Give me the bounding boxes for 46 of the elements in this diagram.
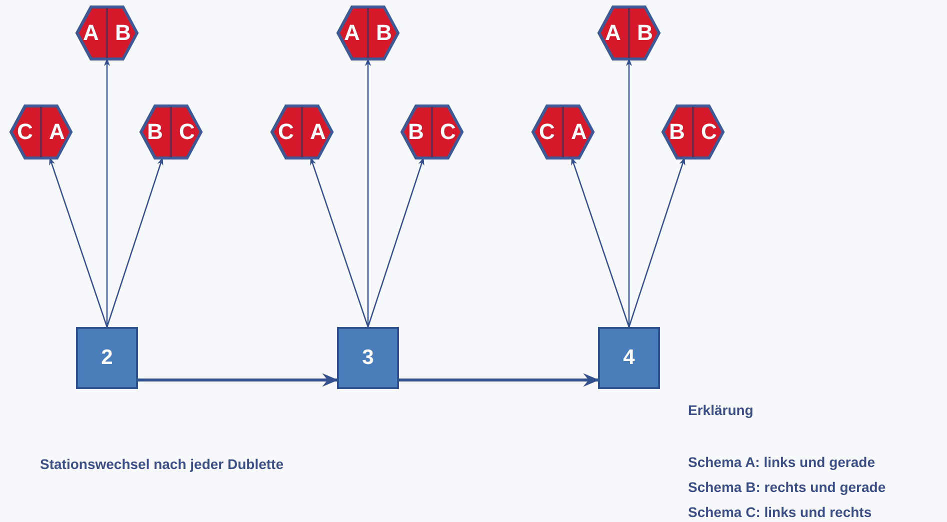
- arrow: [49, 157, 108, 328]
- legend-entry: Schema B: rechts und gerade: [688, 479, 886, 495]
- letter: B: [636, 19, 654, 47]
- letter: C: [538, 118, 556, 146]
- arrow: [399, 373, 600, 387]
- letter: B: [146, 118, 164, 146]
- station-box: 4: [598, 327, 660, 389]
- arrow: [367, 157, 424, 328]
- station-box: 3: [337, 327, 399, 389]
- arrow: [626, 58, 632, 327]
- arrow: [104, 58, 110, 327]
- letter: A: [570, 118, 588, 146]
- hexagon-marker: [400, 104, 464, 160]
- arrow: [138, 373, 338, 387]
- caption: Stationswechsel nach jeder Dublette: [40, 456, 284, 472]
- arrow: [571, 157, 630, 328]
- hexagon-marker: [661, 104, 725, 160]
- letter: C: [277, 118, 295, 146]
- letter: A: [82, 19, 100, 47]
- letter: B: [375, 19, 393, 47]
- letter: B: [114, 19, 132, 47]
- hexagon-marker: [139, 104, 203, 160]
- letter: C: [700, 118, 718, 146]
- hexagon-marker: [9, 104, 73, 160]
- arrow: [364, 58, 372, 327]
- letter: A: [604, 19, 622, 47]
- hexagon-marker: [597, 5, 661, 61]
- letter: A: [309, 118, 327, 146]
- letter: C: [439, 118, 457, 146]
- letter: A: [343, 19, 361, 47]
- hexagon-marker: [75, 5, 139, 61]
- station-box: 2: [76, 327, 138, 389]
- legend-heading: Erklärung: [688, 402, 754, 418]
- hexagon-marker: [531, 104, 595, 160]
- letter: C: [178, 118, 196, 146]
- arrow: [310, 157, 369, 328]
- arrow: [106, 157, 164, 328]
- legend-entry: Schema C: links und rechts: [688, 504, 872, 520]
- letter: B: [407, 118, 425, 146]
- letter: B: [668, 118, 686, 146]
- arrow: [628, 157, 686, 328]
- legend-entry: Schema A: links und gerade: [688, 454, 875, 470]
- hexagon-marker: [336, 5, 400, 61]
- letter: C: [16, 118, 34, 146]
- hexagon-marker: [270, 104, 334, 160]
- letter: A: [48, 118, 66, 146]
